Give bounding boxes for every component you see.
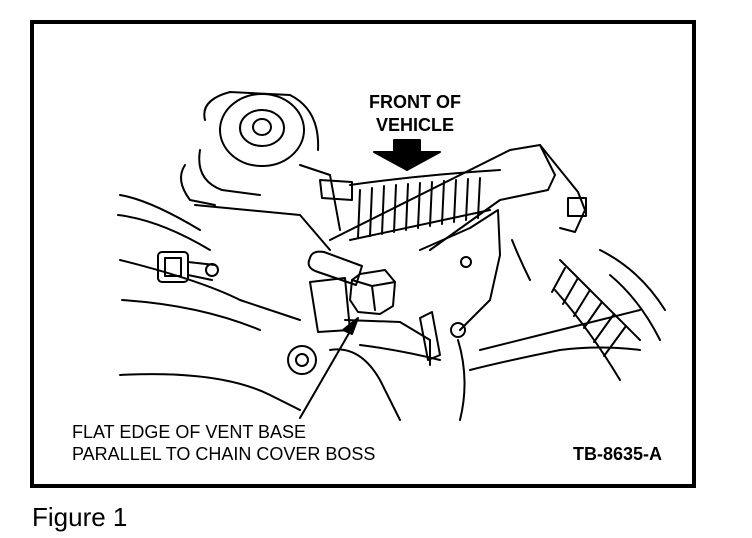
mounting-bracket xyxy=(329,144,587,331)
chain-cover-boss xyxy=(287,277,641,421)
figure-frame xyxy=(30,20,696,488)
leader-arrowhead xyxy=(342,317,359,335)
figure-caption: Figure 1 xyxy=(32,502,128,532)
figure-code: TB-8635-A xyxy=(573,444,662,464)
vent-edge-label-line2: PARALLEL TO CHAIN COVER BOSS xyxy=(72,444,375,464)
leader-line xyxy=(299,327,353,419)
wiring-loom-right xyxy=(511,239,666,381)
engine-block xyxy=(117,164,353,411)
electrical-connector xyxy=(157,251,219,283)
wiring-loom-upper xyxy=(349,169,501,241)
front-of-vehicle-label-line1: FRONT OF xyxy=(369,92,461,112)
vent-edge-label-line1: FLAT EDGE OF VENT BASE xyxy=(72,422,306,442)
front-of-vehicle-arrow xyxy=(373,139,441,171)
vent-assembly xyxy=(307,250,396,315)
pulley-assembly xyxy=(180,91,320,206)
front-of-vehicle-label-line2: VEHICLE xyxy=(376,115,454,135)
